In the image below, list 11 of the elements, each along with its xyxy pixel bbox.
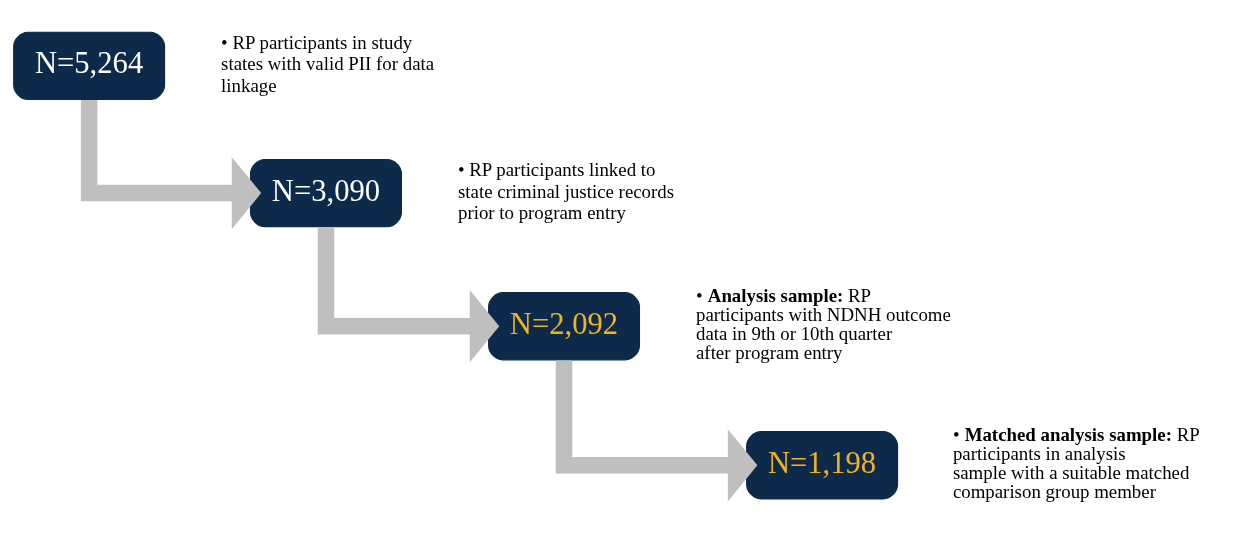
node-label: • Analysis sample: RP participants with NDNH outcome data in 9th or 10th quarter after program entry — [695, 285, 951, 363]
arrow — [555, 360, 757, 502]
arrow — [80, 100, 261, 230]
node-label: • RP participants linked to state criminal justice records prior to program entry — [457, 159, 674, 223]
node-box: N=2,092 — [487, 292, 640, 361]
node-box: N=3,090 — [249, 158, 402, 228]
node-box: N=1,198 — [745, 431, 898, 500]
node-label: • RP participants in study states with valid PII for data linkage — [220, 32, 434, 96]
node-label: • Matched analysis sample: RP participants in analysis sample with a suitable matched comparison group member — [952, 424, 1200, 503]
arrow — [317, 227, 499, 363]
node-box: N=5,264 — [12, 31, 165, 100]
